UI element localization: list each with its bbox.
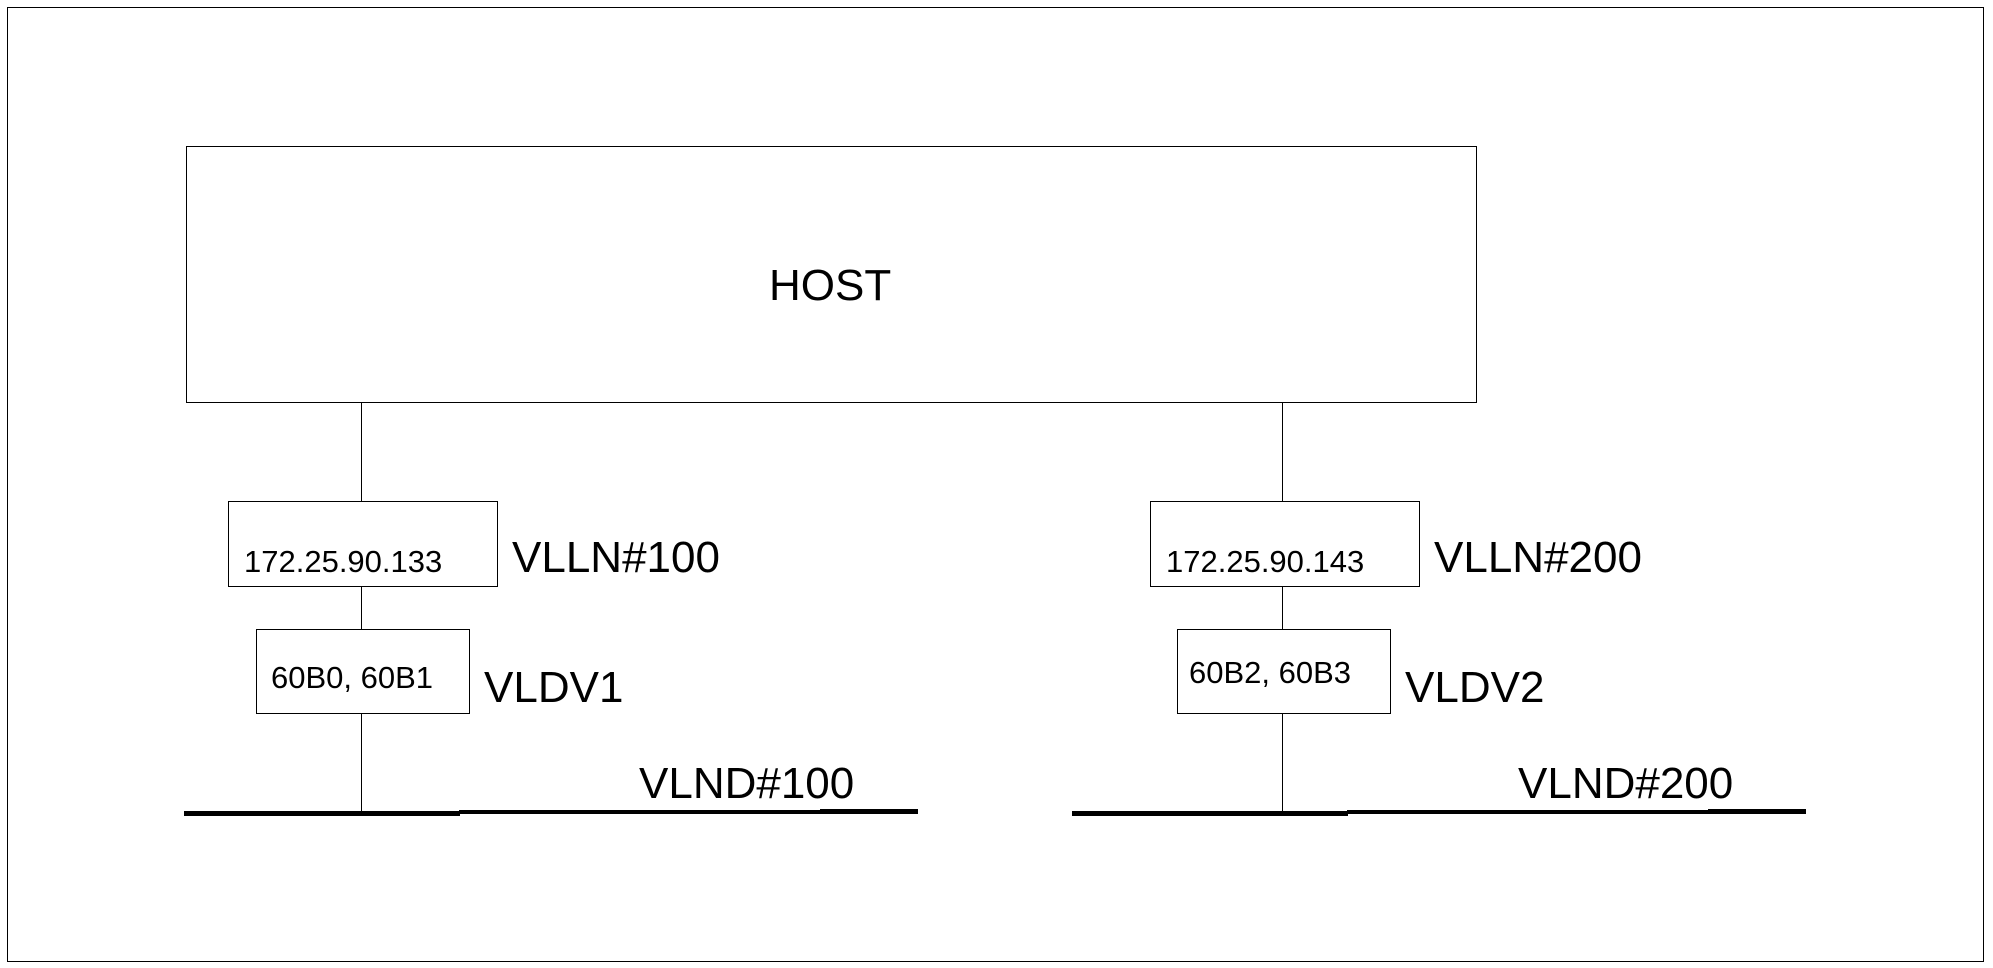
interface-name-2: VLLN#200 <box>1434 533 1642 582</box>
network-bus-1b <box>459 810 821 814</box>
host-link-line-1 <box>361 403 362 501</box>
interface-device-line-2 <box>1282 587 1283 629</box>
interface-box-1 <box>228 501 498 587</box>
device-bus-line-1 <box>361 714 362 812</box>
device-box-2 <box>1177 629 1391 714</box>
device-bus-line-2 <box>1282 714 1283 812</box>
network-name-2: VLND#200 <box>1518 759 1734 808</box>
device-ids-1: 60B0, 60B1 <box>271 660 434 695</box>
device-name-1: VLDV1 <box>484 663 624 712</box>
device-ids-2: 60B2, 60B3 <box>1189 655 1352 690</box>
host-link-line-2 <box>1282 403 1283 501</box>
interface-box-2 <box>1150 501 1420 587</box>
host-box <box>186 146 1477 403</box>
device-name-2: VLDV2 <box>1405 663 1545 712</box>
network-bus-2c <box>1708 809 1806 814</box>
interface-device-line-1 <box>361 587 362 629</box>
network-bus-2 <box>1072 811 1348 816</box>
diagram-frame <box>7 7 1984 962</box>
interface-name-1: VLLN#100 <box>512 533 720 582</box>
host-label: HOST <box>769 261 892 310</box>
device-box-1 <box>256 629 470 714</box>
interface-ip-2: 172.25.90.143 <box>1166 544 1365 579</box>
network-bus-1c <box>820 809 918 814</box>
network-bus-2b <box>1347 810 1709 814</box>
network-name-1: VLND#100 <box>639 759 855 808</box>
network-bus-1 <box>184 811 460 816</box>
interface-ip-1: 172.25.90.133 <box>244 544 443 579</box>
